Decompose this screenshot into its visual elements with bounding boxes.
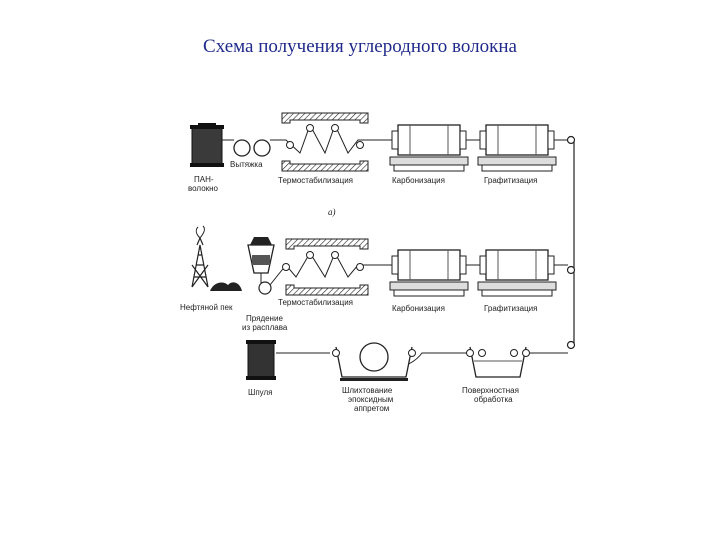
sizing-label-3: аппретом — [354, 404, 389, 413]
thermostab-top-label: Термостабилизация — [278, 176, 353, 185]
sizing-label-1: Шлихтование — [342, 386, 393, 395]
right-return-line — [566, 135, 576, 350]
carbonization-furnace-lower — [389, 249, 469, 297]
thermostab-furnace-lower — [282, 238, 369, 296]
carbonization-bottom-label: Карбонизация — [392, 304, 445, 313]
surface-label-1: Поверхностная — [462, 386, 519, 395]
graphitization-furnace-lower — [477, 249, 557, 297]
sizing-label-2: эпоксидным — [348, 395, 393, 404]
graphitization-top-label: Графитизация — [484, 176, 537, 185]
carbonization-furnace-upper — [389, 124, 469, 172]
spinning-extruder — [247, 237, 275, 295]
surface-treatment-bath — [466, 346, 530, 378]
bobbin-label: Шпуля — [248, 388, 273, 397]
thermostab-furnace-upper — [281, 112, 369, 172]
pitch-pile — [210, 282, 242, 291]
pan-fiber-spool — [190, 123, 224, 167]
carbon-fiber-process-diagram: ПАН- волокно Вытяжка Термостабилизация К… — [170, 95, 590, 425]
pan-fiber-label-1: ПАН- — [194, 175, 214, 184]
thermostab-bottom-label: Термостабилизация — [278, 298, 353, 307]
spinning-label-2: из расплава — [242, 323, 288, 332]
stretching-label: Вытяжка — [230, 160, 263, 169]
carbonization-top-label: Карбонизация — [392, 176, 445, 185]
graphitization-bottom-label: Графитизация — [484, 304, 537, 313]
slide-title: Схема получения углеродного волокна — [203, 36, 517, 57]
oil-derrick-icon — [191, 225, 209, 288]
stretching-rollers — [233, 139, 271, 157]
oil-pitch-label: Нефтяной пек — [180, 303, 233, 312]
pan-fiber-label-2: волокно — [188, 184, 219, 193]
bobbin-spool — [246, 340, 276, 380]
spinning-label-1: Прядение — [246, 314, 283, 323]
surface-label-2: обработка — [474, 395, 513, 404]
sizing-bath — [332, 342, 416, 381]
upper-scheme-label: а) — [328, 207, 336, 217]
graphitization-furnace-upper — [477, 124, 557, 172]
